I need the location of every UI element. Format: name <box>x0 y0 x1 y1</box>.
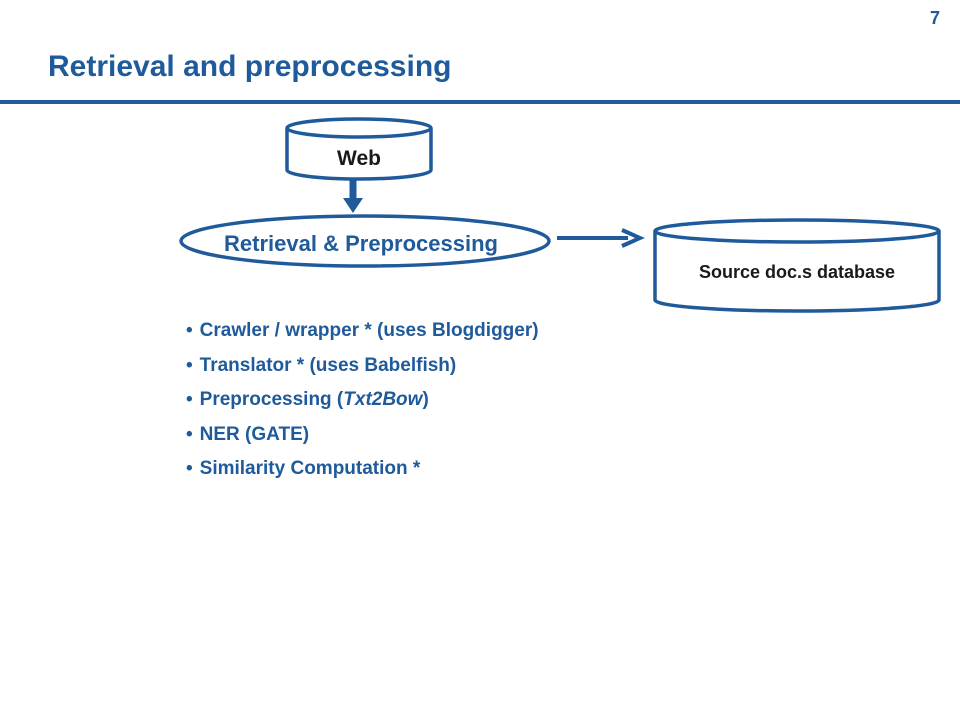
bullet-dot: • <box>186 423 193 445</box>
bullet-item: •Translator * (uses Babelfish) <box>186 354 457 376</box>
bullet-item: •Preprocessing (Txt2Bow) <box>186 389 429 410</box>
bullet-dot: • <box>186 320 193 341</box>
bullet-dot: • <box>186 354 193 376</box>
bullet-item: •Similarity Computation * <box>186 458 421 479</box>
page-number: 7 <box>929 8 940 28</box>
web-cylinder: Web <box>285 117 433 181</box>
web-to-process-arrow <box>343 180 363 213</box>
process-to-database-arrow <box>557 228 645 248</box>
bullet-dot: • <box>186 458 193 479</box>
web-label: Web <box>337 147 381 170</box>
bullet-dot: • <box>186 389 193 410</box>
database-label: Source doc.s database <box>699 262 895 282</box>
process-ellipse: Retrieval & Preprocessing <box>179 214 551 268</box>
bullet-item: •Crawler / wrapper * (uses Blogdigger) <box>186 320 539 341</box>
slide-title: Retrieval and preprocessing <box>48 50 452 83</box>
bullet-list: •Crawler / wrapper * (uses Blogdigger) •… <box>186 316 539 489</box>
bullet-item: •NER (GATE) <box>186 423 310 445</box>
process-label: Retrieval & Preprocessing <box>224 231 498 256</box>
database-cylinder: Source doc.s database <box>653 218 941 313</box>
title-divider <box>0 100 960 104</box>
